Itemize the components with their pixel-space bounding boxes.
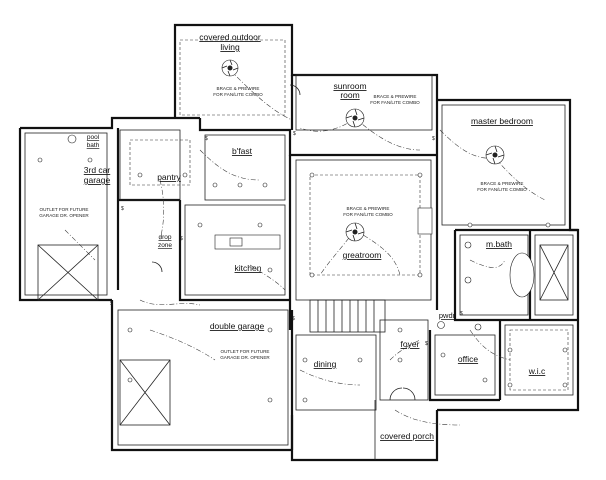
sink-icon [474,323,482,331]
sink-icon [464,241,472,249]
room-office: office [458,354,478,364]
note-outlet-3rd-garage: GARAGE DR. OPENER [39,213,89,218]
room-sunroom: room [340,90,359,100]
room-sunroom: sunroom [333,81,366,91]
room-drop-zone: drop [158,234,171,241]
switch-icon: $ $ $ $ $ $ $ $ $ [110,131,463,347]
door-swing-icon [389,387,403,401]
tub-icon [509,252,535,298]
room-kitchen: kitchen [235,263,262,273]
room-foyer: foyer [401,339,420,349]
room-double-garage: double garage [210,321,265,331]
room-mbath: m.bath [486,239,512,249]
note-fan-greatroom: BRACE & PREWIRE [347,206,390,211]
room-dining: dining [314,359,337,369]
room-pool-bath: pool [87,134,100,141]
fireplace-icon [417,207,433,235]
room-pwdr: pwdr [439,311,456,320]
sink-icon [464,276,472,284]
room-master-bedroom: master bedroom [471,116,533,126]
note-fan-sunroom: BRACE & PREWIRE [374,94,417,99]
garage-door-double [119,359,171,426]
note-fan-sunroom: FOR FAN/LITE COMBO [370,100,420,105]
svg-text:$: $ [425,341,428,347]
room-pool-bath: bath [87,142,100,149]
note-fan-master: BRACE & PREWIRE [481,181,524,186]
wic-x-box [539,244,569,301]
svg-text:$: $ [292,316,295,322]
toilet-icon [437,321,445,329]
room-pantry: pantry [157,172,181,182]
room-covered-outdoor-living: covered outdoor [199,32,261,42]
toilet-icon [67,134,77,144]
range-icon [229,237,243,247]
kitchen-island [214,234,281,250]
wiring-runs [64,69,546,426]
svg-text:$: $ [205,136,208,142]
room-greatroom: greatroom [343,250,382,260]
room-3rd-car-garage: garage [84,175,111,185]
svg-text:$: $ [121,206,124,212]
room-covered-outdoor-living: living [220,42,240,52]
note-outlet-double-garage: OUTLET FOR FUTURE [221,349,270,354]
interior-lines [24,74,574,460]
stair-icon [309,299,386,333]
note-fan-outdoor: FOR FAN/LITE COMBO [213,92,263,97]
garage-door-3rd [37,244,99,301]
svg-text:$: $ [180,236,183,242]
note-outlet-double-garage: GARAGE DR. OPENER [220,355,270,360]
svg-text:$: $ [293,131,296,137]
note-fan-master: FOR FAN/LITE COMBO [477,187,527,192]
ceiling-fan-icon [345,108,365,128]
room-bfast: b'fast [232,146,253,156]
note-outlet-3rd-garage: OUTLET FOR FUTURE [40,207,89,212]
svg-text:$: $ [460,311,463,317]
room-3rd-car-garage: 3rd car [84,165,111,175]
svg-text:$: $ [110,301,113,307]
ceiling-fan-icon [485,145,505,165]
room-wic: w.i.c [528,366,546,376]
note-fan-outdoor: BRACE & PREWIRE [217,86,260,91]
note-fan-greatroom: FOR FAN/LITE COMBO [343,212,393,217]
door-swing-icon [402,387,416,401]
room-covered-porch: covered porch [380,431,434,441]
svg-text:$: $ [432,136,435,142]
recessed-lights [37,157,568,403]
door-swing-icon [289,84,301,96]
room-drop-zone: zone [158,242,172,249]
ceiling-fan-icon [221,59,239,77]
door-swing-icon [151,261,163,273]
ceiling-fan-icon [345,222,365,242]
